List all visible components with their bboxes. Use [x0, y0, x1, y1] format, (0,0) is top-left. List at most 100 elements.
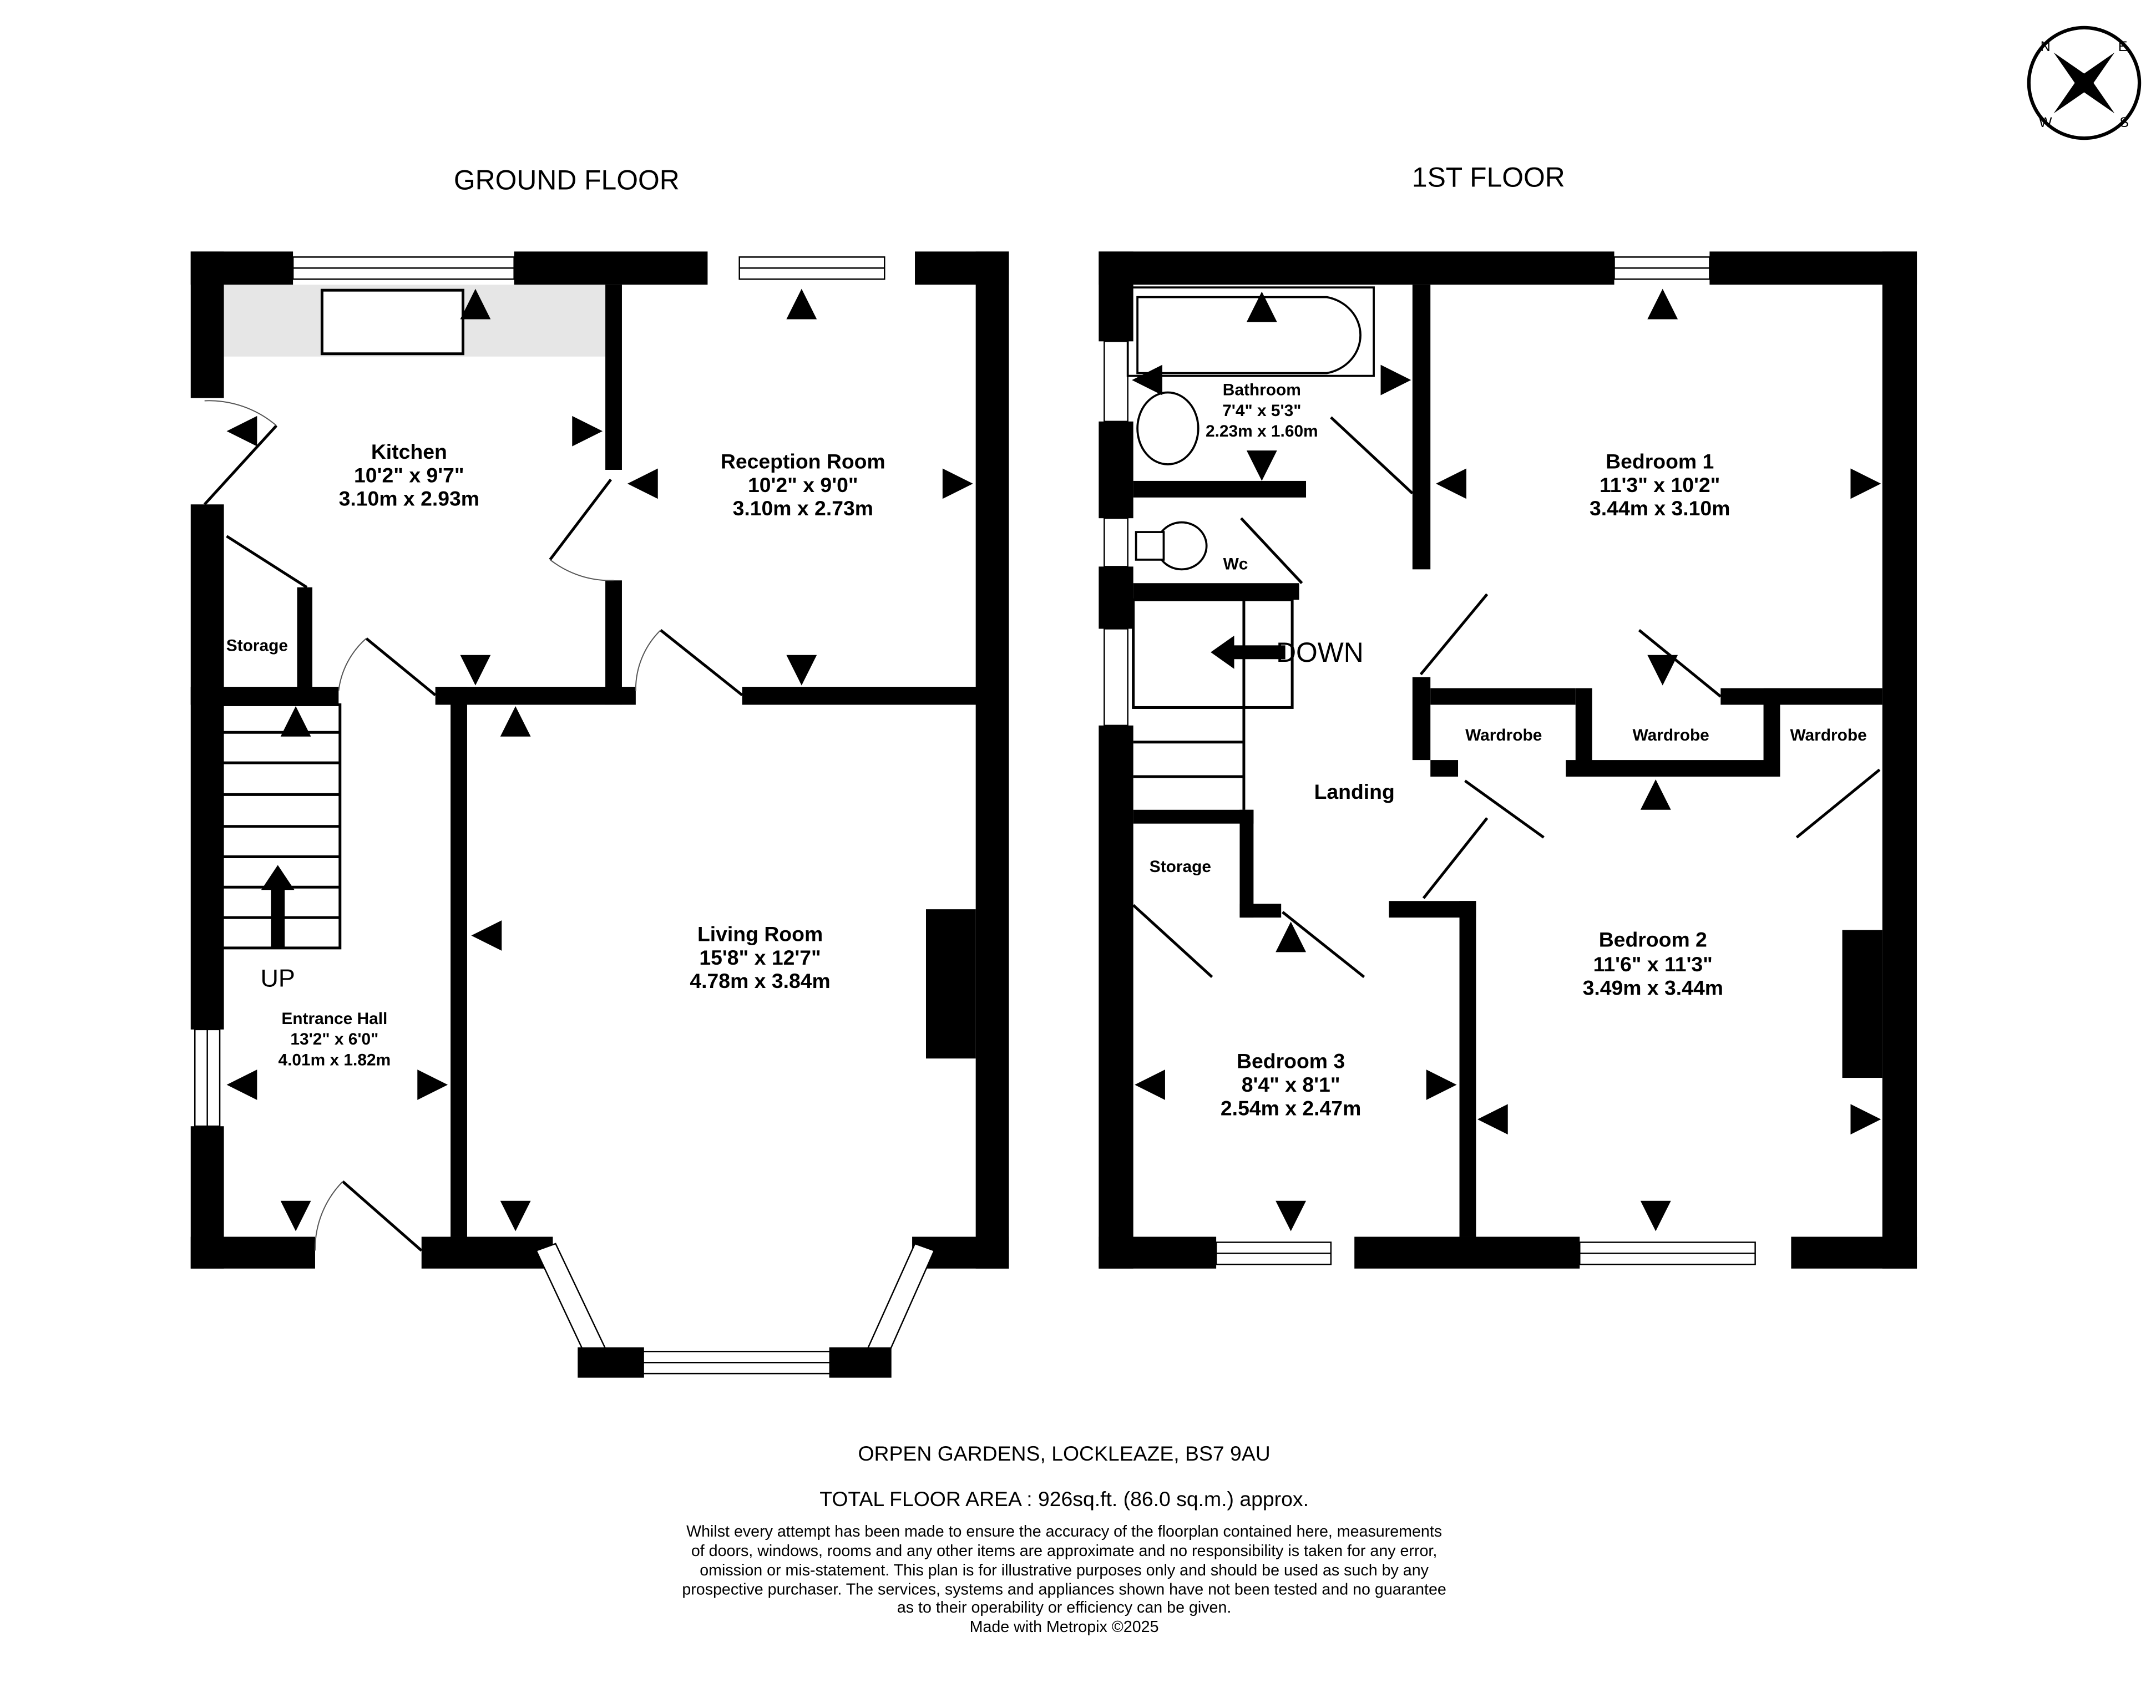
room-name: Bedroom 3: [1237, 1050, 1345, 1073]
room-bathroom: Bathroom 7'4" x 5'3" 2.23m x 1.60m: [1206, 381, 1318, 440]
walls: [1099, 251, 1917, 1269]
measurement-markers: [226, 288, 1881, 1231]
room-bedroom-3: Bedroom 3 8'4" x 8'1" 2.54m x 2.47m: [1221, 1050, 1361, 1120]
ground-floor-title: GROUND FLOOR: [454, 164, 680, 195]
room-size-metric: 4.78m x 3.84m: [690, 969, 830, 992]
kitchen-sink: [320, 288, 464, 356]
windows: [194, 256, 935, 1378]
measurement-arrow-icon: [1436, 468, 1466, 499]
measurement-arrow-icon: [572, 415, 603, 447]
measurement-arrow-icon: [280, 706, 311, 737]
credit: Made with Metropix ©2025: [970, 1618, 1159, 1636]
room-size-metric: 3.44m x 3.10m: [1590, 496, 1730, 520]
room-size-imperial: 13'2" x 6'0": [290, 1030, 378, 1048]
stairs-down-label: DOWN: [1276, 637, 1364, 668]
room-landing: Landing: [1314, 780, 1395, 803]
stairs-up-label: UP: [261, 964, 295, 992]
compass-icon: N E S W: [2027, 26, 2142, 140]
room-size-metric: 2.54m x 2.47m: [1221, 1096, 1361, 1119]
room-name: Entrance Hall: [281, 1010, 387, 1028]
measurement-arrow-icon: [460, 655, 491, 686]
measurement-arrow-icon: [1132, 364, 1162, 396]
room-name: Kitchen: [371, 440, 447, 463]
room-storage-ground: Storage: [226, 636, 288, 655]
room-name: Bedroom 2: [1599, 928, 1707, 951]
measurement-arrow-icon: [1477, 1104, 1508, 1135]
room-name: Bedroom 1: [1606, 450, 1714, 473]
measurement-arrow-icon: [471, 920, 502, 951]
basin: [1136, 391, 1200, 465]
measurement-arrow-icon: [1647, 655, 1678, 686]
room-reception: Reception Room 10'2" x 9'0" 3.10m x 2.73…: [721, 450, 885, 520]
room-size-metric: 4.01m x 1.82m: [279, 1051, 391, 1070]
measurement-arrow-icon: [1850, 1104, 1881, 1135]
disclaimer-line: omission or mis-statement. This plan is …: [700, 1562, 1429, 1579]
stairs-up-arrow-icon: [261, 865, 295, 948]
bathtub: [1126, 286, 1375, 377]
room-name: Bathroom: [1223, 381, 1301, 399]
measurement-arrow-icon: [500, 706, 531, 737]
room-size-imperial: 8'4" x 8'1": [1242, 1073, 1340, 1096]
disclaimer-line: as to their operability or efficiency ca…: [897, 1599, 1232, 1616]
room-size-metric: 3.10m x 2.93m: [339, 487, 479, 510]
room-size-imperial: 11'6" x 11'3": [1593, 952, 1713, 976]
measurement-arrow-icon: [1380, 364, 1411, 396]
room-name: Living Room: [697, 922, 823, 945]
room-bedroom-1: Bedroom 1 11'3" x 10'2" 3.44m x 3.10m: [1590, 450, 1730, 520]
measurement-arrow-icon: [1640, 1200, 1671, 1231]
room-wc: Wc: [1223, 555, 1248, 573]
room-living: Living Room 15'8" x 12'7" 4.78m x 3.84m: [690, 922, 830, 992]
measurement-arrow-icon: [1426, 1070, 1457, 1100]
room-size-imperial: 15'8" x 12'7": [699, 946, 821, 969]
doors: [1132, 416, 1881, 979]
measurement-arrow-icon: [226, 415, 257, 447]
room-wardrobe-2: Wardrobe: [1632, 726, 1709, 744]
measurement-arrow-icon: [417, 1070, 448, 1100]
total-floor-area: TOTAL FLOOR AREA : 926sq.ft. (86.0 sq.m.…: [819, 1487, 1309, 1511]
measurement-arrow-icon: [1135, 1070, 1165, 1100]
first-floor-title: 1ST FLOOR: [1412, 161, 1565, 192]
measurement-arrow-icon: [1647, 288, 1678, 320]
room-size-imperial: 7'4" x 5'3": [1222, 402, 1301, 420]
measurement-arrow-icon: [786, 655, 817, 686]
walls: [190, 251, 1009, 1269]
room-size-metric: 3.10m x 2.73m: [733, 496, 873, 520]
disclaimer-line: Whilst every attempt has been made to en…: [686, 1523, 1442, 1540]
toilet-cistern: [1135, 531, 1165, 561]
compass-n: N: [2041, 39, 2051, 54]
room-size-imperial: 10'2" x 9'7": [354, 463, 464, 486]
windows: [1104, 256, 1756, 1265]
compass-w: W: [2039, 115, 2052, 130]
room-name: Reception Room: [721, 450, 885, 473]
measurement-arrow-icon: [1276, 1200, 1307, 1231]
footer: ORPEN GARDENS, LOCKLEAZE, BS7 9AU TOTAL …: [682, 1442, 1446, 1636]
measurement-arrow-icon: [280, 1200, 311, 1231]
measurement-arrow-icon: [1640, 779, 1671, 810]
room-bedroom-2: Bedroom 2 11'6" x 11'3" 3.49m x 3.44m: [1583, 928, 1723, 999]
measurement-arrow-icon: [1246, 291, 1277, 322]
measurement-arrow-icon: [786, 288, 817, 320]
room-entrance-hall: Entrance Hall 13'2" x 6'0" 4.01m x 1.82m: [279, 1010, 391, 1070]
compass-s: S: [2119, 115, 2129, 130]
first-floor-plan: [1099, 251, 1917, 1269]
disclaimer-line: of doors, windows, rooms and any other i…: [691, 1542, 1437, 1560]
measurement-arrow-icon: [1246, 450, 1277, 481]
room-size-metric: 2.23m x 1.60m: [1206, 422, 1318, 440]
room-size-imperial: 11'3" x 10'2": [1600, 473, 1720, 496]
measurement-arrow-icon: [460, 288, 491, 320]
disclaimer-line: prospective purchaser. The services, sys…: [682, 1581, 1446, 1599]
stairs-down-arrow-icon: [1211, 635, 1285, 669]
room-size-imperial: 10'2" x 9'0": [748, 473, 858, 496]
room-wardrobe-3: Wardrobe: [1790, 726, 1866, 744]
measurement-arrow-icon: [500, 1200, 531, 1231]
measurement-arrow-icon: [942, 468, 973, 499]
compass-e: E: [2118, 39, 2128, 54]
room-kitchen: Kitchen 10'2" x 9'7" 3.10m x 2.93m: [339, 440, 479, 510]
measurement-arrow-icon: [226, 1070, 257, 1100]
staircase: [1132, 598, 1294, 810]
ground-floor-plan: [190, 251, 1009, 1378]
measurement-arrow-icon: [1850, 468, 1881, 499]
doors: [203, 400, 743, 1252]
room-size-metric: 3.49m x 3.44m: [1583, 976, 1723, 1000]
